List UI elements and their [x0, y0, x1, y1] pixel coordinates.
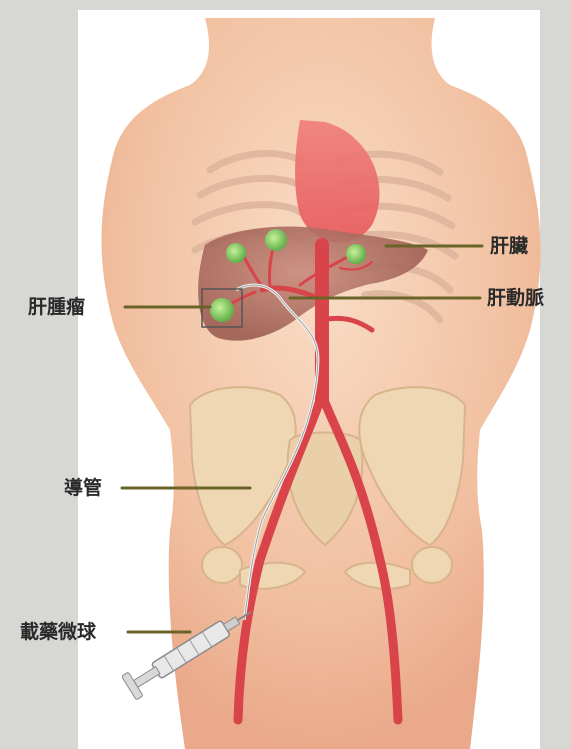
- label-tumor: 肝腫瘤: [28, 296, 85, 318]
- label-catheter: 導管: [64, 477, 102, 499]
- label-hepatic-artery: 肝動脈: [487, 287, 544, 309]
- label-drug-microspheres: 載藥微球: [20, 621, 96, 643]
- label-liver: 肝臟: [490, 235, 528, 257]
